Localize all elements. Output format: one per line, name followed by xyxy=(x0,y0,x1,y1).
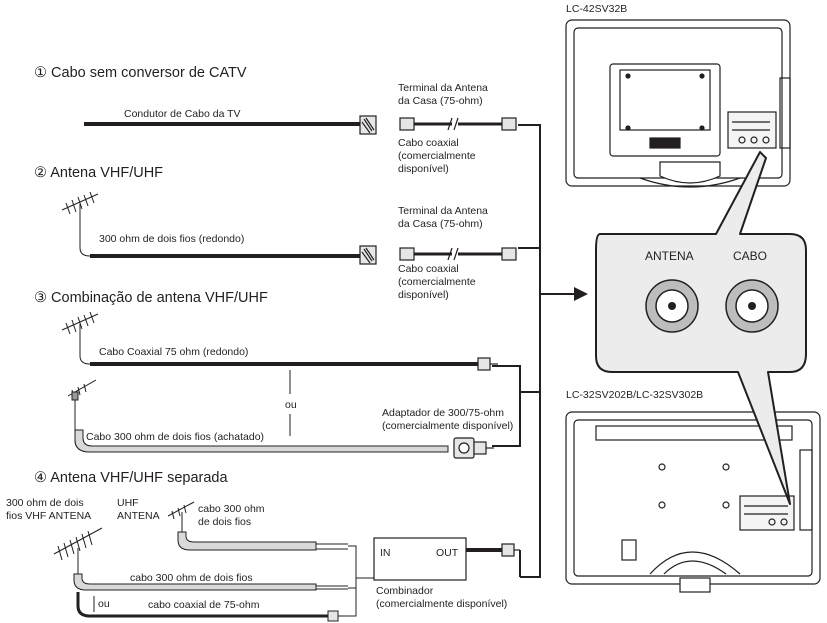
tv-top xyxy=(565,19,791,188)
house-terminal-2 xyxy=(359,245,377,265)
terminal-2-label-line1: Terminal da Antena xyxy=(398,205,488,217)
section-2-wire-label: 300 ohm de dois fios (redondo) xyxy=(99,233,244,245)
vhf-antenna-icon-4 xyxy=(53,527,103,574)
section-4-or-label: ou xyxy=(98,598,110,610)
coax-f-connector xyxy=(477,357,498,371)
uhf-antenna-icon-3 xyxy=(67,379,97,430)
uhf-wire-label-line2: de dois fios xyxy=(198,516,251,528)
uhf-antenna-label-line2: ANTENA xyxy=(117,510,160,522)
coax-2-label-line2: (comercialmente xyxy=(398,276,476,288)
adapter-label-line2: (comercialmente disponível) xyxy=(382,420,513,432)
combiner-inputs xyxy=(348,545,374,617)
section-1-title: ① Cabo sem conversor de CATV xyxy=(34,65,247,81)
adapter-label-line1: Adaptador de 300/75-ohm xyxy=(382,407,504,419)
zoom-callout: ANTENA CABO xyxy=(595,151,807,505)
cable-jack-label: CABO xyxy=(733,249,767,263)
uhf-antenna-icon-4 xyxy=(167,501,195,534)
cable-jack xyxy=(725,279,779,333)
combiner-output-coax xyxy=(466,543,521,577)
section-3-or-label: ou xyxy=(285,399,297,411)
coax-wire-label: cabo coaxial de 75-ohm xyxy=(148,599,260,611)
coax-1-label-line3: disponível) xyxy=(398,163,449,175)
flat-twin-lead xyxy=(74,429,449,453)
uhf-twin-lead xyxy=(177,531,348,551)
terminal-1-label-line2: da Casa (75-ohm) xyxy=(398,95,483,107)
vhf-twin-lead xyxy=(73,573,348,591)
antenna-jack xyxy=(645,279,699,333)
coax-2-label-line1: Cabo coaxial xyxy=(398,263,459,275)
section-2-title: ② Antena VHF/UHF xyxy=(34,165,163,181)
section-3-wire-a-label: Cabo Coaxial 75 ohm (redondo) xyxy=(99,346,248,358)
section-3-title: ③ Combinação de antena VHF/UHF xyxy=(34,290,268,306)
antenna-jack-label: ANTENA xyxy=(645,249,694,263)
vhf-antenna-label-line2: fios VHF ANTENA xyxy=(6,510,91,522)
arrow-to-jacks xyxy=(540,287,588,301)
terminal-1-label-line1: Terminal da Antena xyxy=(398,82,488,94)
combiner-label-line1: Combinador xyxy=(376,585,434,597)
combiner-label-line2: (comercialmente disponível) xyxy=(376,598,507,610)
combiner-out-label: OUT xyxy=(436,547,459,559)
uhf-wire-label-line1: cabo 300 ohm xyxy=(198,503,265,515)
combiner-in-label: IN xyxy=(380,547,391,559)
tv-bottom xyxy=(565,411,821,593)
coax-cable-1 xyxy=(399,117,517,131)
vhf-antenna-label-line1: 300 ohm de dois xyxy=(6,497,84,509)
uhf-antenna-label-line1: UHF xyxy=(117,497,139,509)
vhf-uhf-antenna-icon xyxy=(61,191,99,257)
combiner-box: IN OUT xyxy=(373,537,467,581)
vhf-wire-label: cabo 300 ohm de dois fios xyxy=(130,572,253,584)
terminal-2-label-line2: da Casa (75-ohm) xyxy=(398,218,483,230)
model-top-label: LC-42SV32B xyxy=(566,3,627,15)
vhf-coax xyxy=(76,592,350,622)
combo-antenna-icon xyxy=(61,311,99,365)
connection-bracket xyxy=(492,124,541,578)
coax-1-label-line1: Cabo coaxial xyxy=(398,137,459,149)
section-3-wire-b-label: Cabo 300 ohm de dois fios (achatado) xyxy=(86,431,264,443)
section-1-wire-label: Condutor de Cabo da TV xyxy=(124,108,241,120)
coax-1-label-line2: (comercialmente xyxy=(398,150,476,162)
adapter-300-75 xyxy=(453,437,494,459)
model-bottom-label: LC-32SV202B/LC-32SV302B xyxy=(566,389,703,401)
house-terminal-1 xyxy=(359,115,377,135)
section-4-title: ④ Antena VHF/UHF separada xyxy=(34,470,228,486)
coax-cable-2 xyxy=(399,247,517,261)
coax-2-label-line3: disponível) xyxy=(398,289,449,301)
